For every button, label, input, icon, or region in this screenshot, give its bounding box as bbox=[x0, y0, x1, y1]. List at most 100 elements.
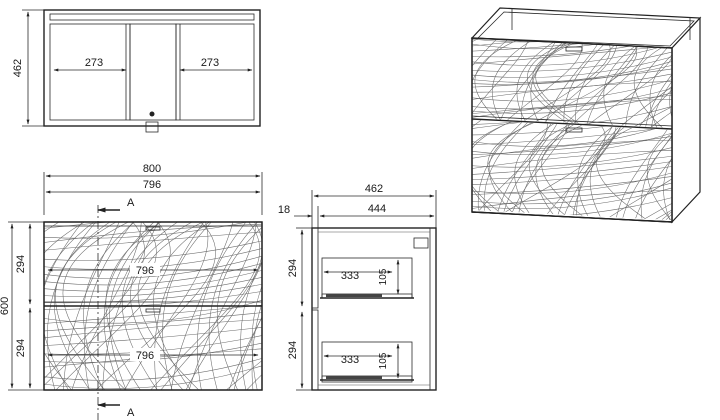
wave-stroke bbox=[637, 38, 672, 128]
wave-stroke bbox=[55, 222, 117, 390]
upper-drawer-handle bbox=[145, 226, 161, 231]
wave-stroke bbox=[55, 222, 171, 390]
wave-stroke bbox=[607, 38, 672, 128]
upper-front-panel bbox=[311, 227, 319, 309]
front-wave-pattern bbox=[44, 212, 366, 400]
wave-stroke bbox=[105, 222, 162, 390]
wave-stroke bbox=[640, 120, 672, 220]
wave-stroke bbox=[472, 164, 672, 186]
top-view-center-compartment bbox=[129, 23, 177, 121]
wave-stroke bbox=[44, 240, 262, 261]
side-section-view: 462 444 18 333 105 333 105 294 294 bbox=[278, 183, 437, 391]
section-mark-bottom: A bbox=[127, 407, 135, 419]
wave-stroke bbox=[472, 58, 672, 83]
wave-stroke bbox=[54, 222, 111, 390]
wave-stroke bbox=[130, 222, 193, 390]
upper-box-depth: 333 bbox=[341, 270, 359, 282]
wave-stroke bbox=[233, 316, 262, 390]
wave-stroke bbox=[44, 270, 262, 292]
wave-stroke bbox=[663, 120, 672, 220]
wave-stroke bbox=[251, 285, 262, 390]
top-view-right-compartment bbox=[175, 23, 255, 121]
wave-stroke bbox=[62, 222, 130, 390]
wave-stroke bbox=[44, 304, 262, 324]
wave-stroke bbox=[472, 120, 475, 220]
wave-stroke bbox=[83, 222, 135, 390]
wave-stroke bbox=[472, 120, 672, 136]
wave-stroke bbox=[44, 291, 262, 310]
isometric-view bbox=[470, 7, 702, 224]
top-depth-dimension: 462 bbox=[12, 59, 24, 77]
wave-stroke bbox=[44, 255, 262, 279]
side-total-depth: 462 bbox=[365, 183, 383, 195]
side-section-outline bbox=[311, 227, 437, 391]
wave-stroke bbox=[649, 38, 672, 128]
wave-stroke bbox=[225, 360, 262, 390]
wave-stroke bbox=[44, 222, 157, 386]
wave-stroke bbox=[44, 222, 83, 288]
front-view: 800 796 796 796 A A 600 294 294 bbox=[0, 163, 366, 420]
side-upper-height: 294 bbox=[287, 259, 299, 277]
wave-stroke bbox=[472, 179, 672, 205]
wave-stroke bbox=[189, 222, 257, 390]
wave-stroke bbox=[44, 222, 86, 390]
iso-side-face bbox=[671, 16, 701, 224]
wave-stroke bbox=[472, 40, 672, 66]
lower-box-height: 105 bbox=[378, 352, 389, 369]
wave-stroke bbox=[44, 358, 262, 381]
upper-drawer-width: 796 bbox=[136, 265, 154, 277]
wave-stroke bbox=[613, 38, 672, 128]
wave-stroke bbox=[44, 222, 145, 379]
wave-stroke bbox=[472, 38, 672, 48]
wave-stroke bbox=[269, 212, 326, 400]
wave-stroke bbox=[44, 365, 262, 389]
top-left-inner-dimension: 273 bbox=[85, 57, 103, 69]
wave-stroke bbox=[472, 85, 672, 110]
wave-stroke bbox=[44, 223, 262, 243]
wave-stroke bbox=[472, 98, 672, 120]
wave-stroke bbox=[44, 283, 262, 304]
wave-stroke bbox=[472, 129, 672, 155]
wave-stroke bbox=[228, 316, 262, 390]
back-panel bbox=[429, 227, 437, 391]
wave-stroke bbox=[44, 231, 262, 251]
top-view-left-compartment bbox=[49, 23, 131, 121]
wave-stroke bbox=[472, 71, 672, 93]
top-view: 273 273 462 bbox=[12, 9, 261, 133]
wave-stroke bbox=[102, 222, 159, 390]
inner-width-dimension: 796 bbox=[143, 179, 161, 191]
wave-stroke bbox=[472, 134, 672, 156]
wave-stroke bbox=[44, 327, 262, 346]
wave-stroke bbox=[571, 38, 672, 128]
lower-box-depth: 333 bbox=[341, 354, 359, 366]
wave-stroke bbox=[95, 222, 216, 390]
top-view-outline bbox=[43, 9, 261, 127]
upper-runner bbox=[326, 294, 382, 297]
wave-stroke bbox=[472, 154, 672, 176]
wave-stroke bbox=[633, 38, 672, 128]
lower-front-panel bbox=[311, 309, 319, 391]
wave-stroke bbox=[625, 38, 672, 128]
lower-drawer-width: 796 bbox=[136, 350, 154, 362]
wave-stroke bbox=[589, 120, 672, 220]
side-lower-height: 294 bbox=[287, 341, 299, 359]
wave-stroke bbox=[472, 62, 672, 85]
wave-stroke bbox=[472, 144, 672, 168]
wave-stroke bbox=[472, 76, 672, 102]
wave-stroke bbox=[44, 319, 262, 339]
lower-drawer-handle bbox=[145, 308, 161, 313]
wave-stroke bbox=[472, 120, 672, 131]
wave-stroke bbox=[472, 67, 672, 88]
wave-stroke bbox=[472, 49, 672, 72]
wave-stroke bbox=[109, 222, 160, 390]
upper-drawer-height: 294 bbox=[15, 255, 27, 273]
wave-stroke bbox=[625, 120, 672, 220]
wave-stroke bbox=[185, 261, 262, 390]
wave-stroke bbox=[472, 53, 672, 78]
wave-stroke bbox=[265, 212, 366, 400]
wave-stroke bbox=[122, 222, 179, 390]
iso-lower-handle bbox=[565, 127, 583, 133]
wave-stroke bbox=[472, 120, 497, 220]
wave-stroke bbox=[47, 222, 97, 390]
